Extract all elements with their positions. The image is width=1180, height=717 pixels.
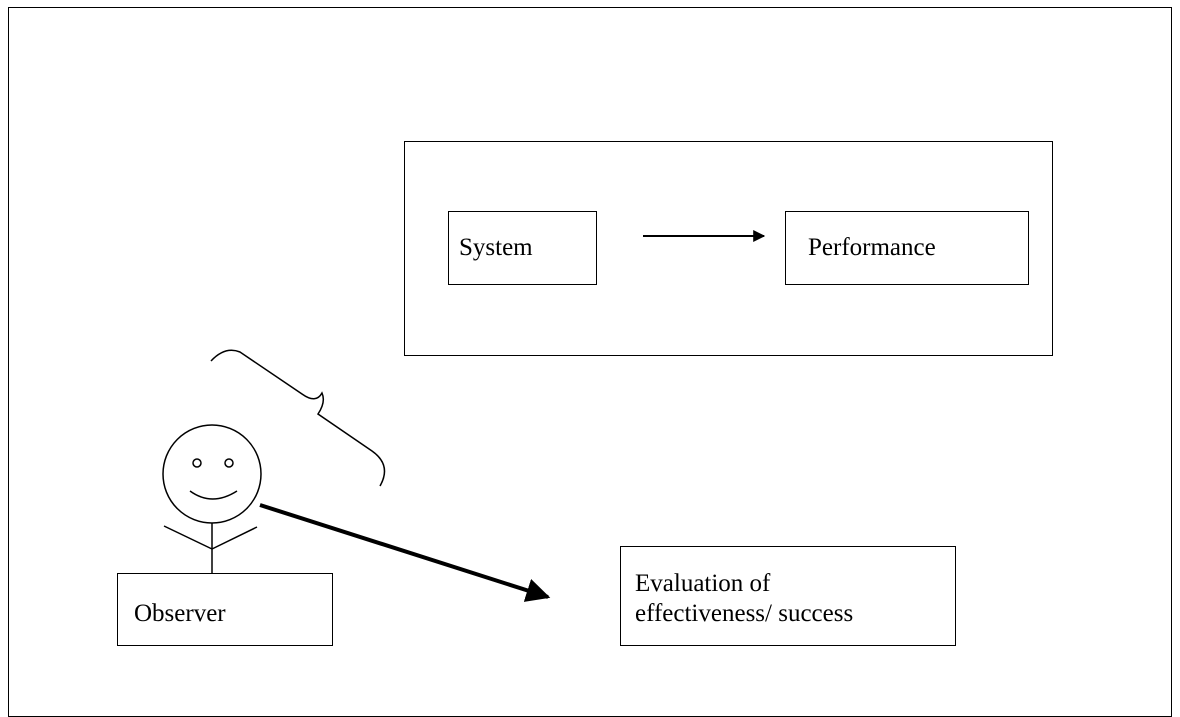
evaluation-label-line2: effectiveness/ success — [635, 600, 854, 627]
system-performance-container — [404, 141, 1053, 356]
evaluation-label-line1: Evaluation of — [635, 570, 771, 597]
observer-node: Observer — [117, 573, 333, 646]
evaluation-node: Evaluation of effectiveness/ success — [620, 546, 956, 646]
system-label: System — [459, 234, 533, 261]
performance-node: Performance — [785, 211, 1029, 285]
system-node: System — [448, 211, 597, 285]
observer-label: Observer — [134, 600, 226, 627]
performance-label: Performance — [808, 234, 936, 261]
